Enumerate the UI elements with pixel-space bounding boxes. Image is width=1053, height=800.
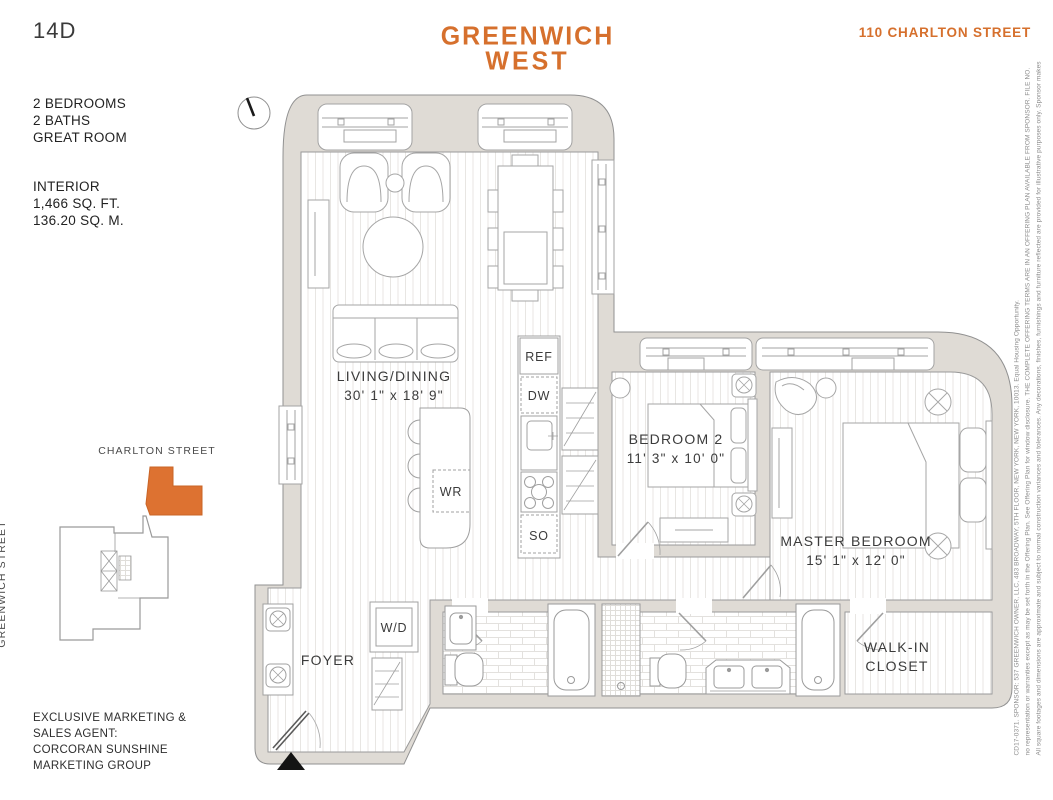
dw-label: DW — [528, 389, 550, 403]
marketing-agent: EXCLUSIVE MARKETING & SALES AGENT: CORCO… — [33, 710, 186, 774]
round-table — [362, 216, 424, 278]
key-plan — [59, 466, 203, 641]
corner-armchair — [774, 377, 817, 415]
sink — [526, 420, 553, 451]
building-logo: GREENWICH WEST — [400, 21, 655, 76]
foyer-fixtures — [262, 601, 419, 751]
stool — [407, 453, 421, 479]
key-plan-unit-highlight — [145, 466, 203, 516]
unit-features: 2 BEDROOMS 2 BATHS GREAT ROOM — [33, 95, 127, 146]
feature-greatroom: GREAT ROOM — [33, 130, 128, 145]
console — [307, 199, 330, 289]
feature-baths: 2 BATHS — [33, 113, 91, 128]
master-label: MASTER BEDROOM — [780, 533, 931, 549]
stool — [407, 419, 421, 445]
stove — [520, 471, 558, 513]
ceiling-light — [924, 532, 952, 560]
bedroom2-label: BEDROOM 2 — [629, 431, 724, 447]
ceiling-light — [924, 388, 952, 416]
compass-icon — [237, 96, 271, 130]
feature-bedrooms: 2 BEDROOMS — [33, 96, 127, 111]
area-label: INTERIOR — [33, 179, 100, 194]
living-room-dims: 30' 1" x 18' 9" — [344, 388, 444, 403]
armchair — [401, 152, 451, 213]
bathtub — [547, 603, 596, 697]
agent-line-3: CORCORAN SUNSHINE — [33, 744, 168, 756]
bedroom2-dims: 11' 3" x 10' 0" — [627, 451, 726, 466]
agent-line-2: SALES AGENT: — [33, 728, 118, 740]
ceiling-light — [609, 377, 631, 399]
key-plan-core — [100, 550, 132, 592]
unit-number: 14D — [33, 18, 77, 43]
oven-so — [520, 514, 558, 554]
foyer-label: FOYER — [301, 652, 355, 668]
dining-table — [497, 165, 554, 291]
bathtub — [795, 603, 841, 697]
wic-floor — [844, 611, 993, 695]
master-furniture — [771, 377, 993, 560]
ref-label: REF — [525, 350, 552, 364]
street-label-charlton: CHARLTON STREET — [98, 445, 216, 457]
logo-line-2: WEST — [485, 46, 570, 76]
pillow — [730, 407, 747, 444]
master-dims: 15' 1" x 12' 0" — [806, 553, 906, 568]
sconce — [731, 492, 757, 517]
bath2-fixtures — [601, 603, 841, 697]
kitchen — [407, 335, 599, 559]
wr-label: WR — [440, 485, 462, 499]
light-fixture — [265, 607, 291, 632]
double-vanity — [705, 659, 791, 695]
sconce — [731, 373, 757, 398]
agent-line-1: EXCLUSIVE MARKETING & — [33, 712, 187, 724]
master-bed — [842, 422, 960, 549]
shower — [601, 603, 641, 697]
bedroom2-furniture — [609, 373, 758, 543]
dishwasher — [520, 376, 558, 414]
entry-arrow — [277, 752, 305, 770]
toilet — [649, 653, 687, 689]
building-address: 110 CHARLTON STREET — [858, 25, 1031, 40]
side-table — [815, 377, 837, 399]
stool — [407, 487, 421, 513]
pantry-closets — [561, 387, 599, 515]
headboard — [985, 420, 993, 550]
wd-label: W/D — [381, 621, 408, 635]
logo-line-1: GREENWICH — [440, 21, 615, 51]
pillow — [730, 447, 747, 484]
entry-door — [272, 710, 321, 751]
pillow — [959, 427, 987, 473]
area-sqft: 1,466 SQ. FT. — [33, 196, 121, 211]
doors — [452, 521, 886, 651]
washer-dryer — [369, 601, 419, 653]
bath1-fixtures — [444, 603, 596, 697]
agent-line-4: MARKETING GROUP — [33, 760, 152, 772]
headboard — [747, 398, 758, 492]
kitchen-island — [419, 407, 471, 549]
toilet — [444, 652, 484, 687]
light-fixture — [265, 663, 291, 688]
windows — [278, 103, 935, 485]
refrigerator — [519, 337, 559, 375]
wic-label-line2: CLOSET — [865, 658, 928, 674]
living-furniture — [307, 152, 564, 363]
wine-fridge — [432, 469, 471, 513]
side-table — [385, 173, 405, 193]
living-room-label: LIVING/DINING — [337, 368, 451, 384]
bench — [771, 427, 793, 519]
so-label: SO — [529, 529, 549, 543]
linen-closet — [371, 657, 403, 711]
basin — [449, 612, 473, 645]
area-sqm: 136.20 SQ. M. — [33, 213, 124, 228]
armchair — [339, 152, 389, 213]
key-plan-building — [59, 515, 169, 641]
pillow — [959, 477, 987, 523]
unit-area: INTERIOR 1,466 SQ. FT. 136.20 SQ. M. — [33, 178, 124, 229]
wic-label-line1: WALK-IN — [864, 639, 930, 655]
